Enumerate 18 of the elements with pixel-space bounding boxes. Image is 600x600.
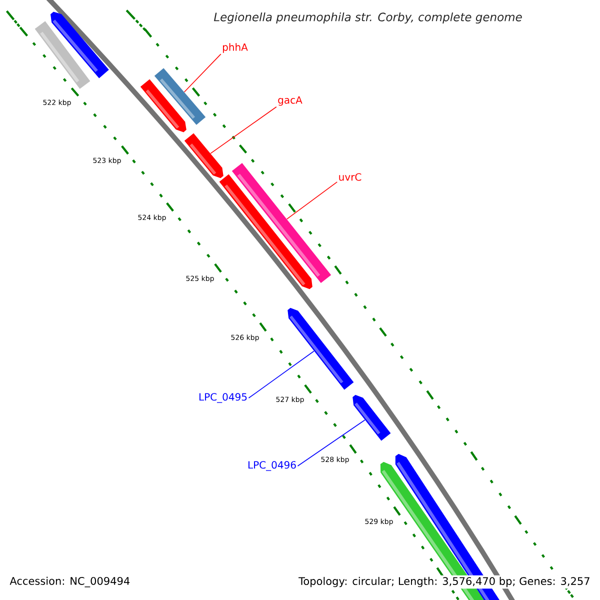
leader-line	[248, 350, 314, 398]
leader-line	[184, 54, 222, 92]
gene-bar	[352, 394, 391, 441]
gene-bar	[288, 308, 354, 390]
gene-label: LPC_0496	[248, 461, 296, 471]
gene-label: uvrC	[339, 173, 362, 181]
gene-label: phhA	[222, 43, 248, 53]
title: Legionella pneumophila str. Corby, complete genome	[214, 12, 522, 24]
leader-line	[210, 106, 277, 154]
gene-label: gacA	[278, 96, 302, 106]
gene-bar	[154, 68, 206, 125]
gene-label: LPC_0495	[199, 393, 247, 403]
gene-bar	[232, 163, 332, 283]
leader-line	[286, 182, 338, 220]
gene-bar	[184, 133, 224, 178]
footer-text: Topology: circular; Length: 3,576,470 bp; Genes: 3,257	[297, 575, 592, 589]
leader-line	[297, 420, 366, 466]
footer-text: Accession: NC_009494	[8, 575, 132, 589]
